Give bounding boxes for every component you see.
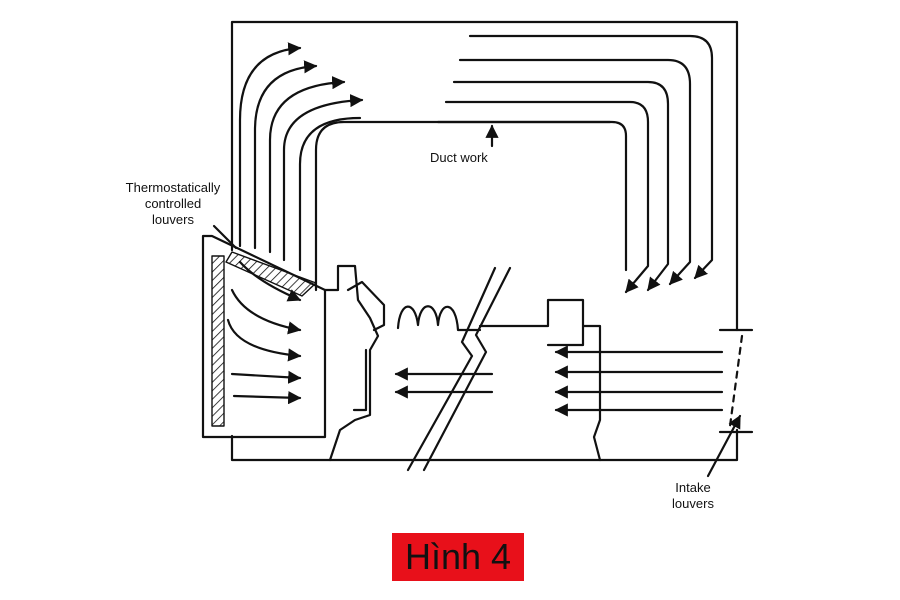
radiator-box — [201, 234, 327, 439]
intake-louvers-label: Intake louvers — [658, 480, 728, 512]
louvers-label-line-3: louvers — [152, 212, 194, 227]
caption-background — [392, 533, 524, 581]
intake-louver-slats — [728, 334, 744, 428]
airflow-arrows-intake — [394, 345, 724, 417]
airflow-arrows-radiator — [226, 260, 302, 405]
figure-caption: Hình 4 — [392, 533, 524, 581]
figure-caption-text: Hình 4 — [404, 536, 512, 577]
intake-louver-bars — [718, 328, 754, 434]
intake-label-line-1: Intake — [675, 480, 711, 495]
radiator-core — [211, 255, 225, 427]
outer-housing — [230, 20, 739, 462]
airflow-arrows-top-left — [238, 42, 364, 272]
duct-work — [314, 120, 628, 292]
louvers-pointer — [212, 224, 238, 250]
louvers-label-line-2: controlled — [144, 196, 202, 211]
engine-inner — [346, 280, 386, 412]
airflow-arrows-top-right — [436, 34, 714, 294]
duct-work-label: Duct work — [430, 150, 488, 165]
intake-label-line-2: louvers — [672, 496, 714, 511]
engine-outline — [323, 264, 602, 462]
intake-pointer — [706, 414, 742, 478]
louver-flap — [225, 251, 317, 297]
thermostatic-louvers-label: Thermostatically controlled louvers — [108, 180, 238, 228]
exhaust-pipe — [406, 266, 512, 472]
louvers-label-line-1: Thermostatically — [125, 180, 221, 195]
